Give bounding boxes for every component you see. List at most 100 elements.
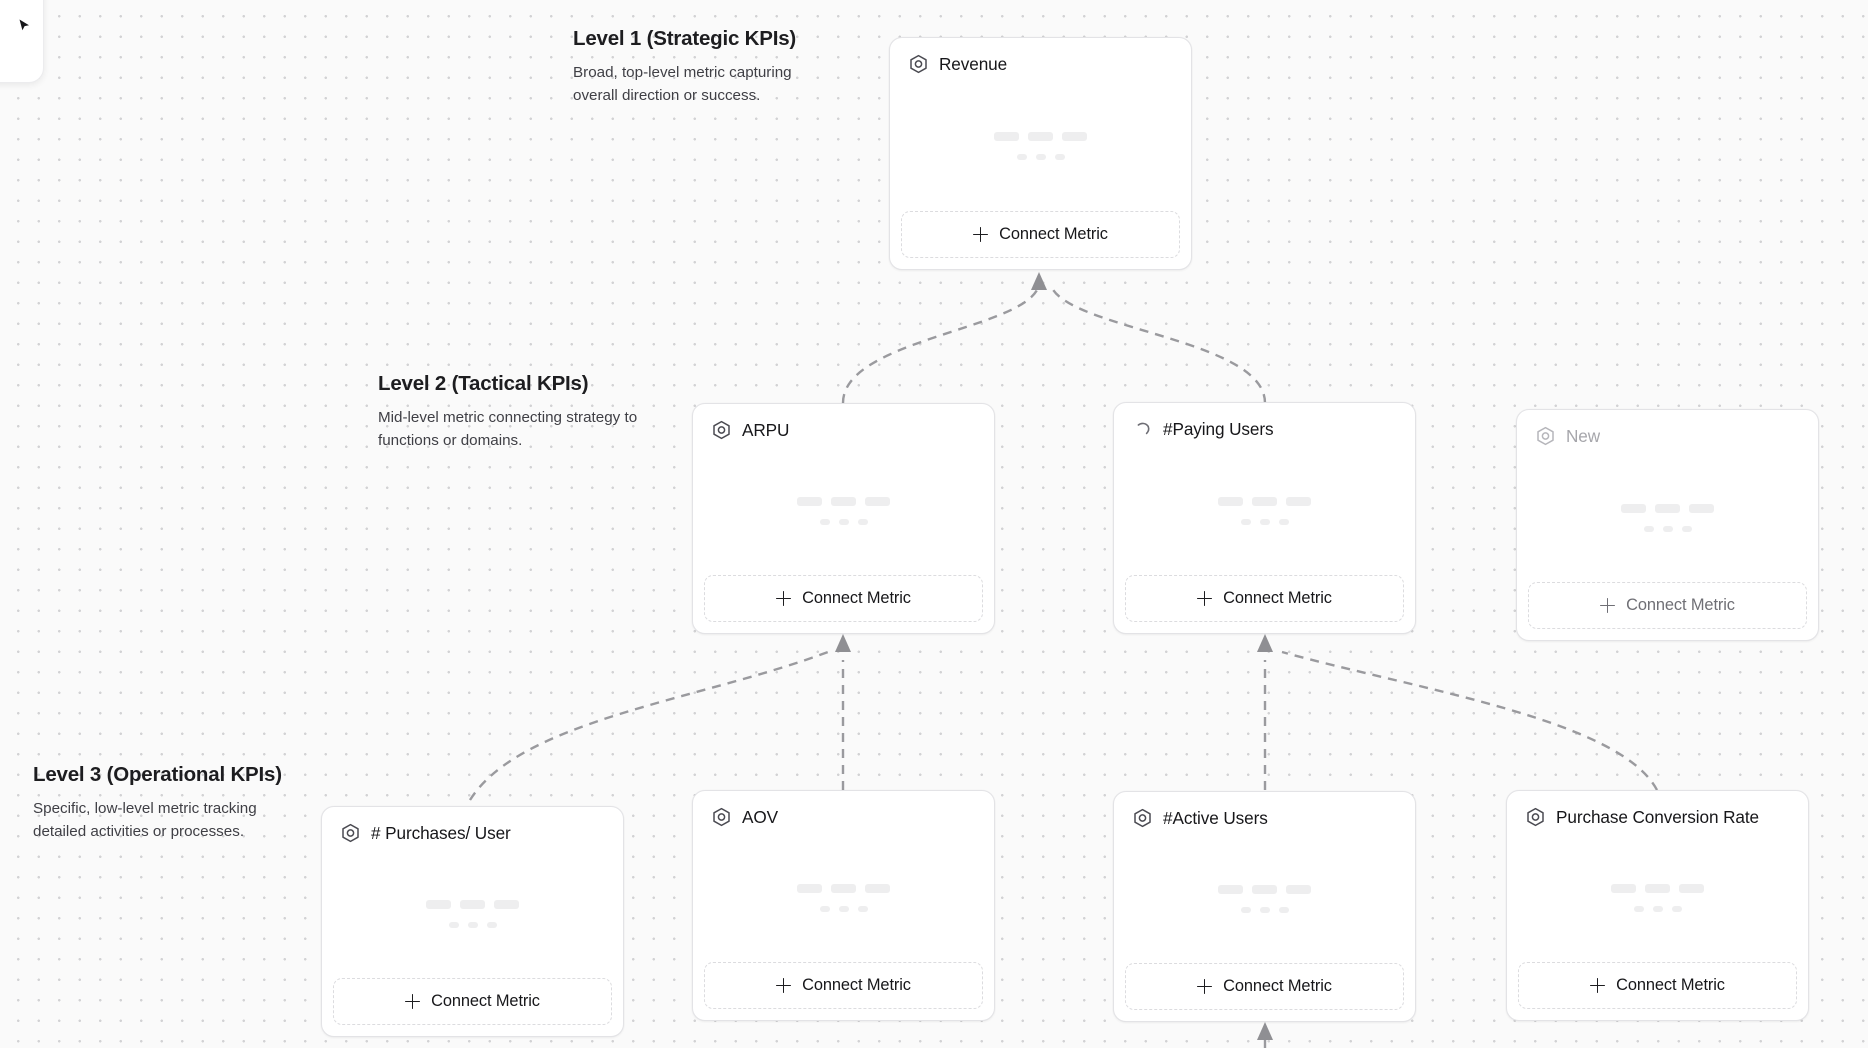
card-header-purchase-conversion-rate: Purchase Conversion Rate: [1507, 791, 1808, 828]
card-header-arpu: ARPU: [693, 404, 994, 441]
edge-paying-users-to-revenue: [1050, 287, 1267, 404]
skeleton-bar-small: [1240, 518, 1251, 525]
skeleton-bar: [865, 497, 890, 506]
card-header-paying-users: #Paying Users: [1114, 403, 1415, 440]
skeleton-bar-small: [819, 519, 830, 525]
metric-card-new[interactable]: New Connect Metric: [1516, 409, 1819, 641]
card-skeleton-revenue: [890, 75, 1191, 211]
hexagon-metric-icon: [711, 807, 732, 828]
skeleton-row-primary: [1218, 885, 1311, 894]
skeleton-bar-small: [1259, 518, 1270, 525]
edge-purchases-to-arpu: [468, 650, 829, 801]
connect-metric-button-revenue[interactable]: Connect Metric: [901, 211, 1180, 258]
skeleton-bar: [1655, 503, 1680, 513]
skeleton-bar: [1679, 884, 1704, 893]
card-header-purchases-user: # Purchases/ User: [322, 807, 623, 844]
skeleton-bar-small: [467, 922, 478, 928]
plus-icon: [405, 994, 421, 1009]
connect-metric-button-purchase-conversion-rate[interactable]: Connect Metric: [1518, 962, 1797, 1009]
card-title-new: New: [1566, 426, 1601, 446]
skeleton-row-secondary: [1240, 907, 1289, 913]
skeleton-bar-small: [819, 906, 830, 912]
skeleton-row-primary: [994, 132, 1087, 141]
connect-metric-button-arpu[interactable]: Connect Metric: [704, 575, 983, 622]
level-1-label-group: Level 1 (Strategic KPIs) Broad, top-leve…: [573, 27, 833, 107]
card-header-aov: AOV: [693, 791, 994, 828]
plus-icon: [1197, 979, 1213, 994]
skeleton-bar: [1252, 496, 1277, 506]
connect-metric-label: Connect Metric: [999, 225, 1108, 243]
skeleton-bar: [1028, 132, 1053, 141]
metric-card-purchases-user[interactable]: # Purchases/ User Connect Metric: [321, 806, 624, 1037]
level-2-label-group: Level 2 (Tactical KPIs) Mid-level metric…: [378, 372, 638, 452]
skeleton-bar: [1218, 885, 1243, 894]
hexagon-metric-icon: [1132, 808, 1153, 829]
skeleton-bar: [1689, 503, 1714, 513]
metric-card-active-users[interactable]: #Active Users Connect Metric: [1113, 791, 1416, 1022]
skeleton-row-primary: [1218, 496, 1311, 506]
skeleton-bar-small: [448, 922, 459, 928]
plus-icon: [1197, 591, 1213, 606]
skeleton-bar-small: [1633, 906, 1644, 912]
skeleton-bar-small: [838, 906, 849, 912]
skeleton-bar: [494, 900, 519, 909]
card-skeleton-new: [1517, 447, 1818, 582]
skeleton-bar: [831, 884, 856, 893]
level-3-title: Level 3 (Operational KPIs): [33, 763, 282, 786]
plus-icon: [1590, 978, 1606, 993]
skeleton-bar-small: [1643, 525, 1654, 532]
card-footer-revenue: Connect Metric: [890, 211, 1191, 269]
skeleton-bar: [1286, 496, 1311, 506]
arrow-head-revenue: [1031, 272, 1047, 290]
connect-metric-button-new[interactable]: Connect Metric: [1528, 582, 1807, 629]
metric-card-purchase-conversion-rate[interactable]: Purchase Conversion Rate Connect Metric: [1506, 790, 1809, 1021]
metric-card-revenue[interactable]: Revenue Connect Metric: [889, 37, 1192, 270]
level-1-title: Level 1 (Strategic KPIs): [573, 27, 797, 50]
skeleton-row-primary: [797, 497, 890, 506]
connect-metric-label: Connect Metric: [1626, 596, 1735, 614]
connect-metric-label: Connect Metric: [1616, 976, 1725, 994]
skeleton-bar-small: [857, 906, 868, 912]
skeleton-bar: [1252, 885, 1277, 894]
plus-icon: [776, 978, 792, 993]
skeleton-bar-small: [1662, 525, 1673, 532]
floating-corner-panel[interactable]: [0, 0, 44, 83]
skeleton-row-secondary: [1633, 906, 1682, 912]
skeleton-bar: [865, 884, 890, 893]
level-3-description: Specific, low-level metric tracking deta…: [33, 800, 257, 841]
card-footer-active-users: Connect Metric: [1114, 963, 1415, 1021]
hexagon-metric-icon: [1525, 807, 1546, 828]
connect-metric-button-paying-users[interactable]: Connect Metric: [1125, 575, 1404, 622]
skeleton-bar: [831, 497, 856, 506]
skeleton-row-secondary: [448, 922, 497, 928]
skeleton-bar-small: [1035, 154, 1046, 160]
connect-metric-label: Connect Metric: [802, 976, 911, 994]
metric-card-paying-users[interactable]: #Paying Users Connect Metric: [1113, 402, 1416, 634]
skeleton-bar: [1218, 496, 1243, 506]
hexagon-metric-icon: [908, 54, 929, 75]
connect-metric-button-active-users[interactable]: Connect Metric: [1125, 963, 1404, 1010]
metric-card-aov[interactable]: AOV Connect Metric: [692, 790, 995, 1021]
card-footer-arpu: Connect Metric: [693, 575, 994, 633]
edge-purchase-conv-to-paying-users: [1281, 650, 1659, 791]
connect-metric-button-aov[interactable]: Connect Metric: [704, 962, 983, 1009]
skeleton-bar-small: [1240, 907, 1251, 913]
skeleton-bar-small: [1278, 907, 1289, 913]
arrow-head-arpu-vertical: [835, 634, 851, 652]
edge-arpu-to-revenue: [841, 287, 1040, 404]
card-footer-purchases-user: Connect Metric: [322, 978, 623, 1036]
card-title-revenue: Revenue: [939, 54, 1008, 74]
level-2-description: Mid-level metric connecting strategy to …: [378, 409, 638, 450]
card-skeleton-active-users: [1114, 829, 1415, 963]
skeleton-bar: [797, 884, 822, 893]
connect-metric-button-purchases-user[interactable]: Connect Metric: [333, 978, 612, 1025]
skeleton-bar-small: [1016, 154, 1027, 160]
skeleton-row-secondary: [819, 906, 868, 912]
hexagon-metric-icon: [711, 420, 732, 441]
skeleton-bar-small: [1671, 906, 1682, 912]
metric-card-arpu[interactable]: ARPU Connect Metric: [692, 403, 995, 634]
skeleton-bar-small: [486, 922, 497, 928]
skeleton-bar-small: [857, 519, 868, 525]
card-title-paying-users: #Paying Users: [1163, 419, 1274, 439]
